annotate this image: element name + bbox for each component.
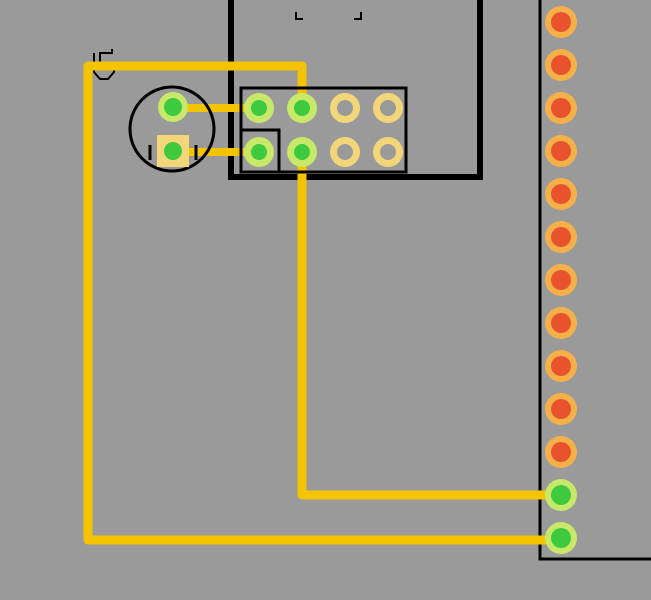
trace-middle-loop — [297, 152, 561, 500]
connector-pad-r1-c2-hole — [294, 100, 310, 116]
header-pad-9-hole — [551, 356, 571, 376]
header-pad-1-hole — [551, 12, 571, 32]
connector-pad-r1-c2 — [287, 93, 317, 123]
header-pad-10 — [545, 393, 577, 425]
header-pad-8-hole — [551, 313, 571, 333]
header-pad-13-hole — [551, 528, 571, 548]
connector-pad-r1-c1 — [244, 93, 274, 123]
header-pad-11-hole — [551, 442, 571, 462]
connector-pad-r2-c1-hole — [251, 144, 267, 160]
header-pad-9 — [545, 350, 577, 382]
header-outline — [538, 0, 651, 561]
header-pad-4 — [545, 135, 577, 167]
connector-pin1-marker — [239, 128, 281, 174]
header-pad-6 — [545, 221, 577, 253]
header-pad-12-hole — [551, 485, 571, 505]
header-pad-5 — [545, 178, 577, 210]
header-pad-7 — [545, 264, 577, 296]
module-outline — [228, 0, 483, 180]
connector-pad-r2-c4-hole — [380, 144, 396, 160]
header-pad-2-hole — [551, 55, 571, 75]
header-pad-3-hole — [551, 98, 571, 118]
trace-left-loop — [83, 61, 561, 545]
header-pad-10-hole — [551, 399, 571, 419]
header-pad-3 — [545, 92, 577, 124]
header-pad-12 — [545, 479, 577, 511]
header-pad-4-hole — [551, 141, 571, 161]
led-pad-cathode — [164, 142, 182, 160]
header-pad-2 — [545, 49, 577, 81]
header-pad-11 — [545, 436, 577, 468]
connector-pad-r2-c3-hole — [337, 144, 353, 160]
module-corner-marks — [295, 12, 362, 20]
header-pad-13 — [545, 522, 577, 554]
connector-pads — [244, 93, 403, 167]
connector-2x4 — [239, 86, 408, 174]
connector-pad-r2-c2 — [287, 137, 317, 167]
connector-pad-r1-c1-hole — [251, 100, 267, 116]
header-pad-1 — [545, 6, 577, 38]
header-pad-7-hole — [551, 270, 571, 290]
connector-pad-r1-c4-hole — [380, 100, 396, 116]
connector-pad-r2-c2-hole — [294, 144, 310, 160]
header-pad-6-hole — [551, 227, 571, 247]
connector-pad-r2-c3 — [330, 137, 360, 167]
connector-pad-r1-c3 — [330, 93, 360, 123]
header-pad-5-hole — [551, 184, 571, 204]
led-outline — [128, 85, 216, 173]
connector-pad-r1-c3-hole — [337, 100, 353, 116]
connector-pad-r2-c4 — [373, 137, 403, 167]
led-footprint — [128, 85, 216, 173]
connector-pad-r1-c4 — [373, 93, 403, 123]
header-pad-8 — [545, 307, 577, 339]
header-pads — [545, 6, 577, 554]
connector-pad-r2-c1 — [244, 137, 274, 167]
led-pad-anode — [164, 98, 182, 116]
module-outline-border — [228, 0, 483, 180]
